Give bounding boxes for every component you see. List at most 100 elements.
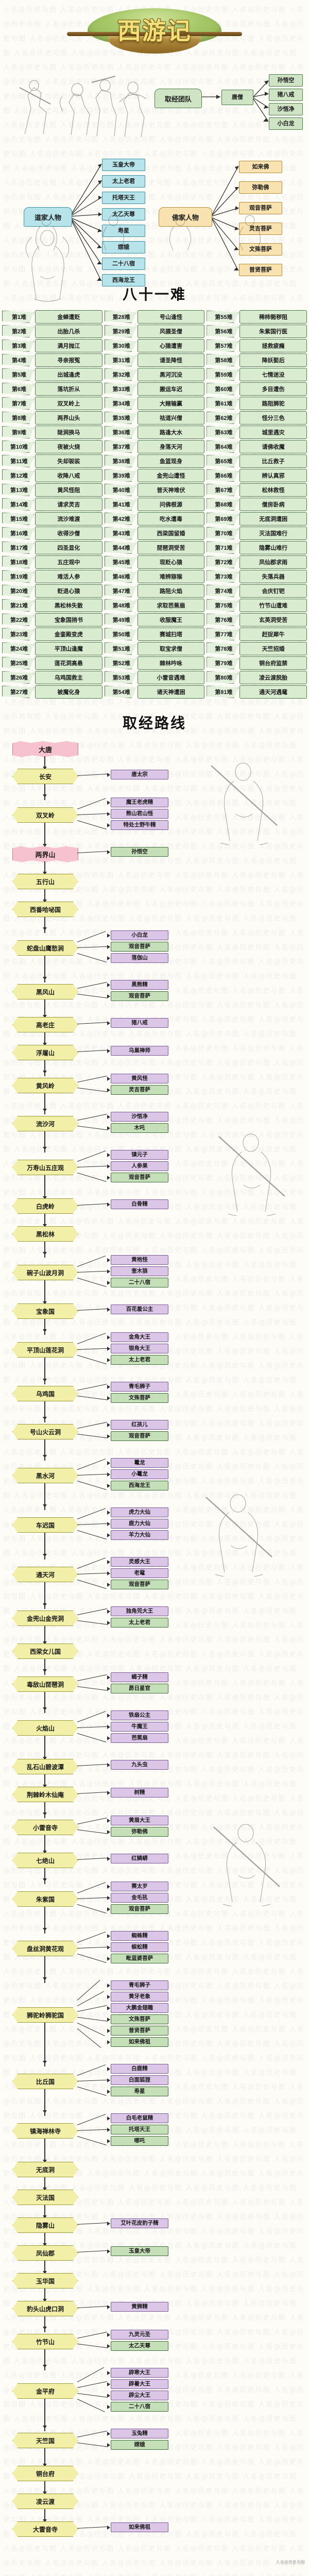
tribulation-name[interactable]: 普天神难伏 xyxy=(137,483,205,497)
route-character-node[interactable]: 毗蓝婆菩萨 xyxy=(111,1954,168,1963)
route-character-node[interactable]: 玉皇大帝 xyxy=(111,2246,168,2256)
tribulation-number[interactable]: 第30难 xyxy=(104,340,136,352)
tribulation-number[interactable]: 第70难 xyxy=(207,527,239,539)
route-stop-node[interactable]: 碗子山波月洞 xyxy=(12,1265,78,1280)
route-stop-node[interactable]: 流沙河 xyxy=(12,1116,78,1131)
tribulation-name[interactable]: 比丘救子 xyxy=(239,454,307,468)
route-stop-node[interactable]: 黄风岭 xyxy=(12,1078,78,1093)
route-character-node[interactable]: 特处士野牛精 xyxy=(111,820,168,830)
route-stop-node[interactable]: 盘丝洞黄花观 xyxy=(12,1941,78,1956)
tribulation-name[interactable]: 现贬心猿 xyxy=(137,555,205,569)
tribulation-number[interactable]: 第74难 xyxy=(207,585,239,597)
tribulation-name[interactable]: 请佛收魔 xyxy=(239,440,307,453)
buddhist-node-0[interactable]: 如来佛 xyxy=(239,161,282,173)
tribulation-name[interactable]: 拯救疲癃 xyxy=(239,339,307,352)
tribulation-name[interactable]: 灭法国难行 xyxy=(239,527,307,540)
tribulation-name[interactable]: 难活人参 xyxy=(35,570,102,583)
route-character-node[interactable]: 九灵元圣 xyxy=(111,2330,168,2340)
route-character-node[interactable]: 奎木狼 xyxy=(111,1266,168,1276)
buddhist-root-node[interactable]: 佛家人物 xyxy=(159,207,212,227)
tribulation-name[interactable]: 西梁国留婚 xyxy=(137,527,205,540)
route-character-node[interactable]: 黄风怪 xyxy=(111,1074,168,1083)
tribulation-number[interactable]: 第69难 xyxy=(207,513,239,525)
tribulation-number[interactable]: 第10难 xyxy=(2,440,34,453)
route-character-node[interactable]: 蜈蚣精 xyxy=(111,1942,168,1952)
tribulation-name[interactable]: 棘林吟咏 xyxy=(137,656,205,670)
route-character-node[interactable]: 二十八宿 xyxy=(111,2402,168,2412)
tribulation-name[interactable]: 诸天神遭困 xyxy=(137,685,205,699)
tribulation-number[interactable]: 第4难 xyxy=(2,354,34,366)
route-character-node[interactable]: 灵吉菩萨 xyxy=(111,1085,168,1095)
tribulation-number[interactable]: 第23难 xyxy=(2,628,34,640)
route-stop-node[interactable]: 铜台府 xyxy=(12,2466,78,2481)
route-stop-node[interactable]: 玉华国 xyxy=(12,2273,78,2289)
route-stop-node[interactable]: 荆棘岭木仙庵 xyxy=(12,1787,78,1802)
tribulation-name[interactable]: 出胎几杀 xyxy=(35,325,102,338)
tribulation-number[interactable]: 第15难 xyxy=(2,513,34,525)
daoist-node-2[interactable]: 托塔天王 xyxy=(102,192,145,204)
tribulation-name[interactable]: 收得沙僧 xyxy=(35,527,102,540)
tribulation-number[interactable]: 第45难 xyxy=(104,556,136,568)
tribulation-name[interactable]: 出城逢虎 xyxy=(35,368,102,381)
route-character-node[interactable]: 文殊菩萨 xyxy=(111,1393,168,1403)
route-character-node[interactable]: 弥勒佛 xyxy=(111,1827,168,1837)
route-character-node[interactable]: 羊力大仙 xyxy=(111,1530,168,1540)
route-character-node[interactable]: 白骨精 xyxy=(111,1199,168,1209)
buddhist-node-1[interactable]: 弥勒佛 xyxy=(239,181,282,194)
tribulation-name[interactable]: 竹节山遭难 xyxy=(239,599,307,612)
tribulation-name[interactable]: 松林救怪 xyxy=(239,483,307,497)
route-stop-node[interactable]: 黑松林 xyxy=(12,1226,78,1242)
route-character-node[interactable]: 哪吒 xyxy=(111,2136,168,2146)
route-stop-node[interactable]: 灭法国 xyxy=(12,2190,78,2205)
tribulation-number[interactable]: 第13难 xyxy=(2,484,34,496)
daoist-root-node[interactable]: 道家人物 xyxy=(24,207,72,227)
route-stop-node[interactable]: 长安 xyxy=(12,769,78,784)
buddhist-node-4[interactable]: 文殊菩萨 xyxy=(239,243,282,256)
tribulation-number[interactable]: 第68难 xyxy=(207,498,239,511)
route-stop-node[interactable]: 金平府 xyxy=(12,2383,78,2399)
route-stop-node[interactable]: 隐雾山 xyxy=(12,2217,78,2233)
route-stop-node[interactable]: 黑风山 xyxy=(12,984,78,999)
tribulation-number[interactable]: 第55难 xyxy=(207,311,239,323)
route-character-node[interactable]: 熊山君山怪 xyxy=(111,809,168,819)
team-root-node[interactable]: 取经团队 xyxy=(154,89,202,108)
route-character-node[interactable]: 银角大王 xyxy=(111,1344,168,1353)
buddhist-node-5[interactable]: 普贤菩萨 xyxy=(239,264,282,276)
route-stop-node[interactable]: 乌鸡国 xyxy=(12,1386,78,1401)
route-character-node[interactable]: 观音菩萨 xyxy=(111,1431,168,1441)
tribulation-number[interactable]: 第33难 xyxy=(104,383,136,395)
route-character-node[interactable]: 大鹏金翅雕 xyxy=(111,2003,168,2013)
route-stop-node[interactable]: 万寿山五庄观 xyxy=(12,1160,78,1175)
route-character-node[interactable]: 金毛犼 xyxy=(111,1893,168,1903)
tribulation-name[interactable]: 贬退心猿 xyxy=(35,584,102,598)
tribulation-number[interactable]: 第42难 xyxy=(104,513,136,525)
route-stop-node[interactable]: 无底洞 xyxy=(12,2162,78,2177)
route-stop-node[interactable]: 大雷音寺 xyxy=(12,2521,78,2537)
tribulation-name[interactable]: 小雷音遇难 xyxy=(137,671,205,684)
route-character-node[interactable]: 灵感大王 xyxy=(111,1557,168,1567)
tribulation-number[interactable]: 第57难 xyxy=(207,340,239,352)
route-character-node[interactable]: 树精 xyxy=(111,1788,168,1798)
tribulation-number[interactable]: 第20难 xyxy=(2,585,34,597)
route-character-node[interactable]: 蜘蛛精 xyxy=(111,1931,168,1941)
tribulation-name[interactable]: 难辨猕猴 xyxy=(137,570,205,583)
route-character-node[interactable]: 孙悟空 xyxy=(111,847,168,857)
route-character-node[interactable]: 辟寒大王 xyxy=(111,2368,168,2378)
tribulation-name[interactable]: 请求灵吉 xyxy=(35,498,102,511)
tribulation-name[interactable]: 多目遭伤 xyxy=(239,382,307,396)
route-character-node[interactable]: 辟暑大王 xyxy=(111,2379,168,2389)
tribulation-name[interactable]: 五庄观中 xyxy=(35,555,102,569)
route-character-node[interactable]: 乌巢禅师 xyxy=(111,1046,168,1056)
tribulation-name[interactable]: 寻亲报冤 xyxy=(35,353,102,367)
route-character-node[interactable]: 寿星 xyxy=(111,2087,168,2096)
tribulation-number[interactable]: 第66难 xyxy=(207,469,239,482)
tribulation-name[interactable]: 会庆钉钯 xyxy=(239,584,307,598)
route-character-node[interactable]: 落伽山 xyxy=(111,953,168,963)
tribulation-number[interactable]: 第54难 xyxy=(104,686,136,698)
route-character-node[interactable]: 铁扇公主 xyxy=(111,1710,168,1720)
route-region-banner[interactable]: 大唐 xyxy=(12,741,78,757)
tribulation-number[interactable]: 第71难 xyxy=(207,541,239,554)
route-character-node[interactable]: 黄狮精 xyxy=(111,2302,168,2312)
route-stop-node[interactable]: 七绝山 xyxy=(12,1853,78,1868)
tribulation-number[interactable]: 第63难 xyxy=(207,426,239,438)
